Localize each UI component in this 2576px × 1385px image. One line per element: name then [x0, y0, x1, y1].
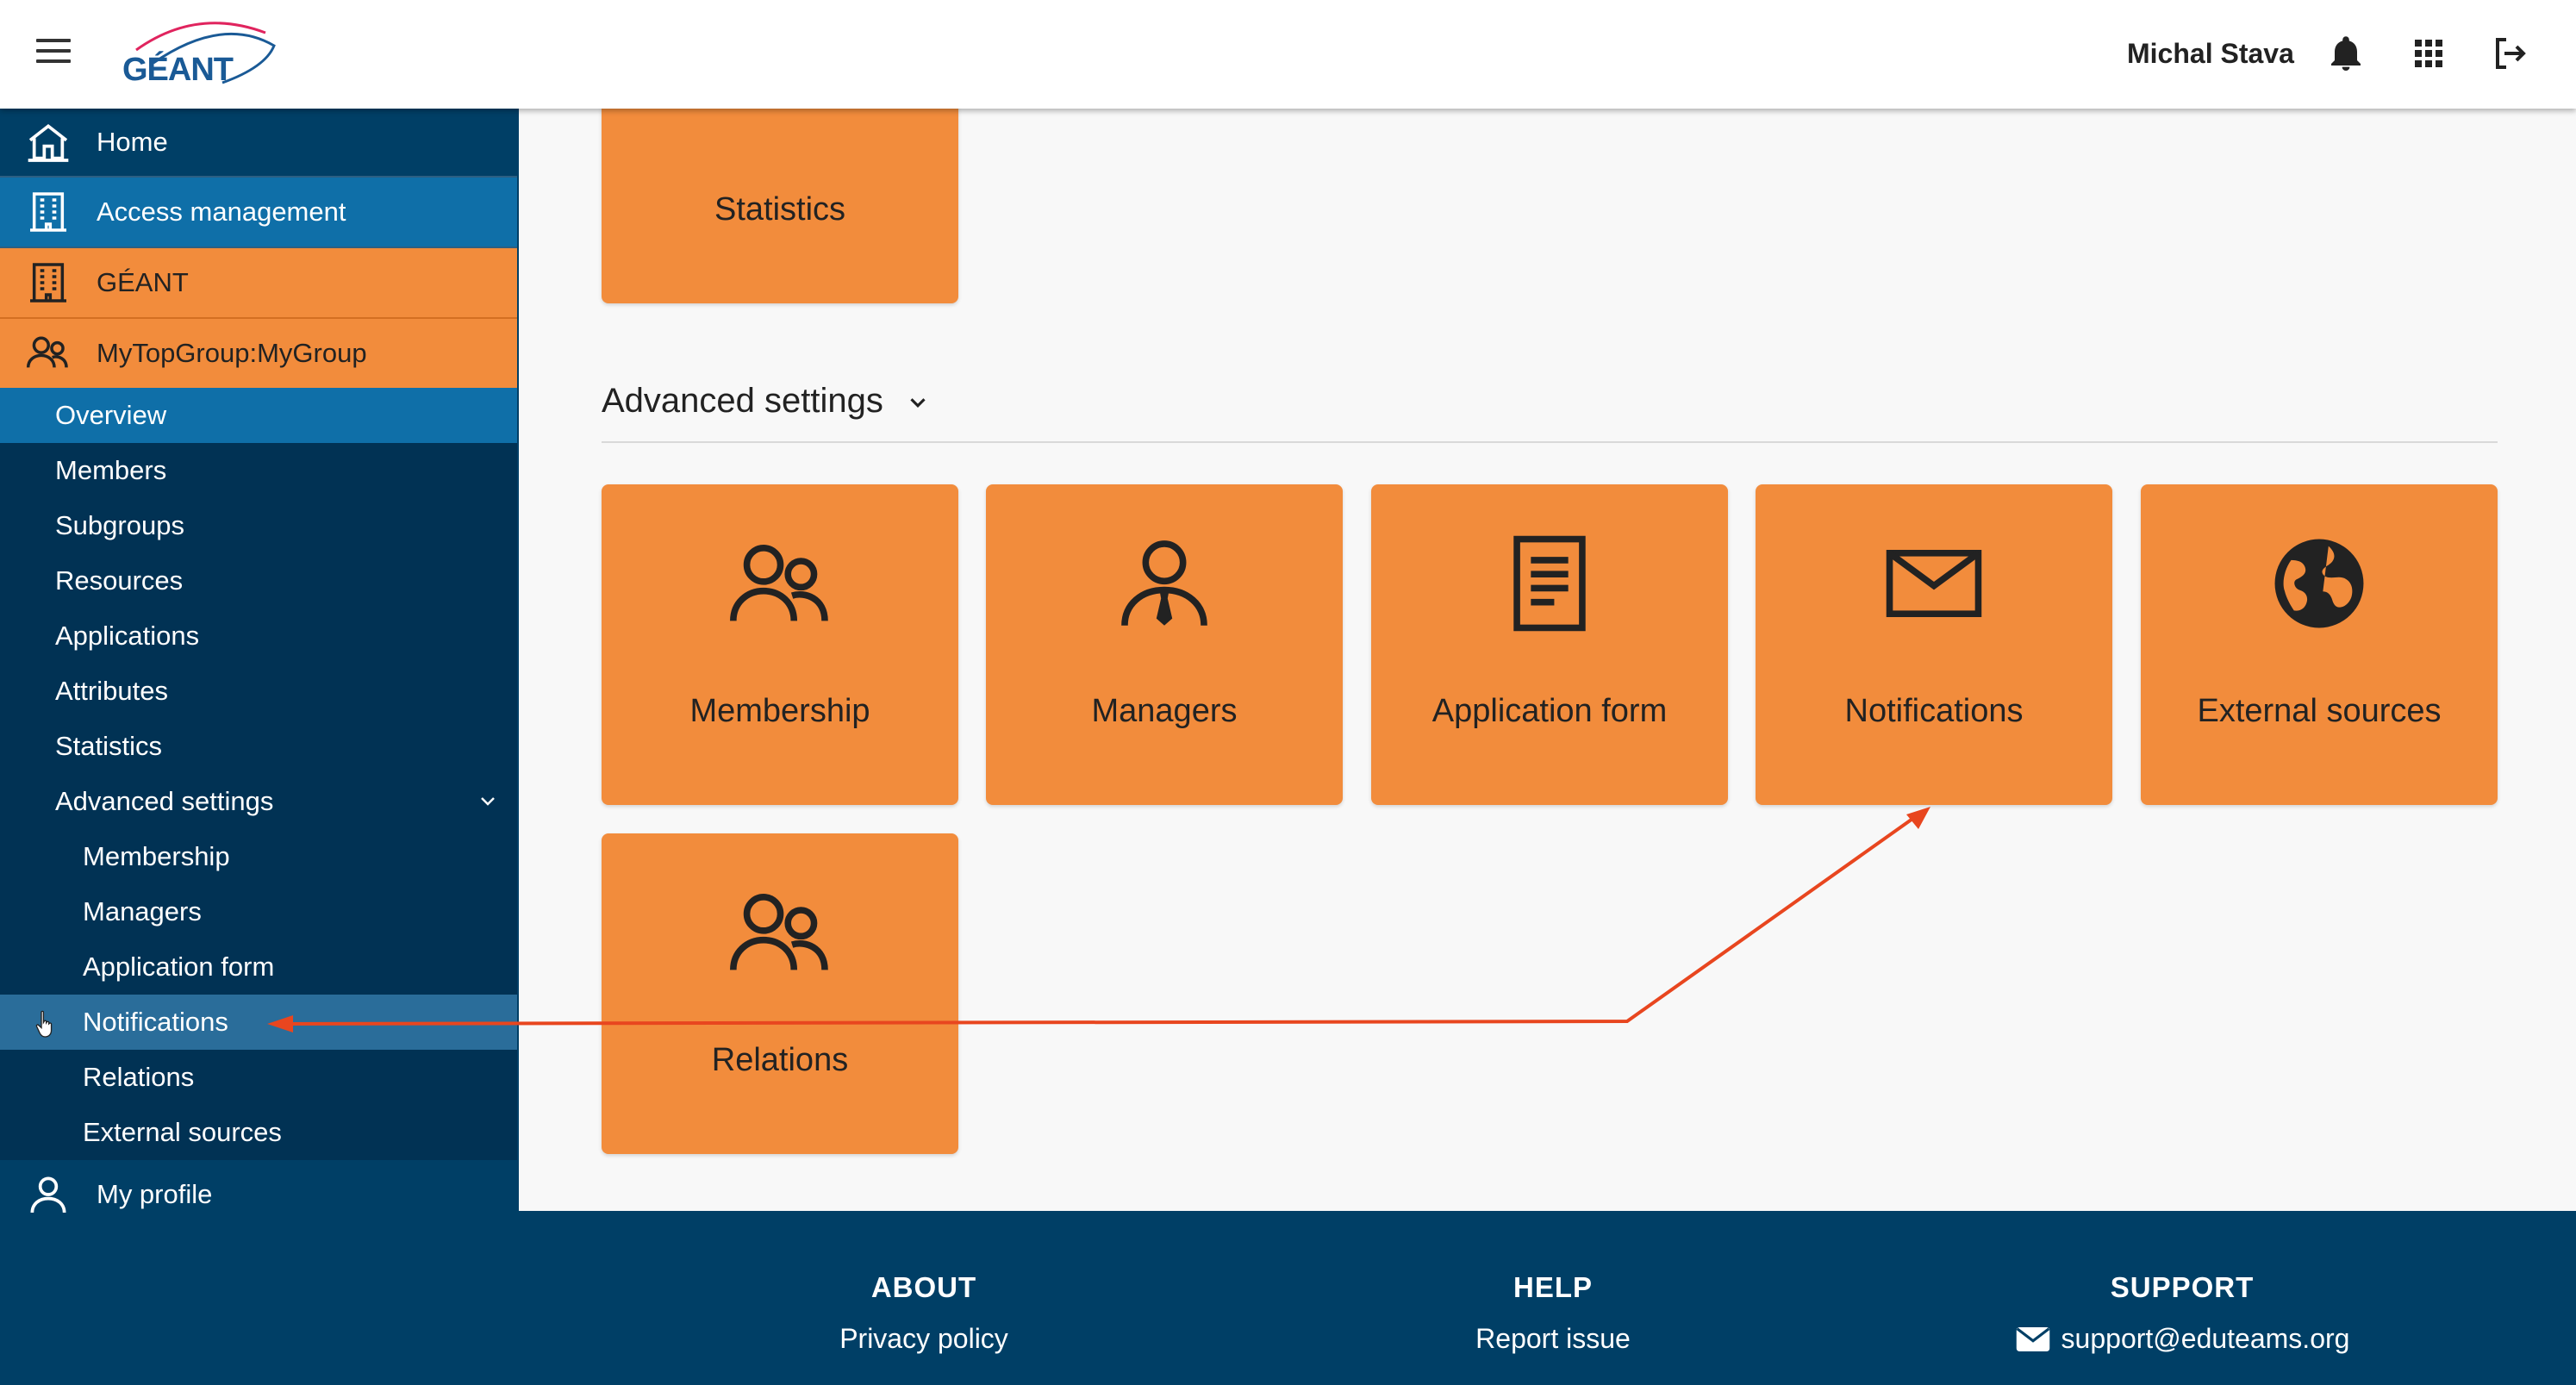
person-icon	[30, 1176, 66, 1213]
sidebar-subitem-label: Managers	[83, 896, 202, 926]
hand-cursor-icon	[35, 1010, 53, 1038]
apps-grid-icon[interactable]	[2408, 33, 2449, 74]
sidebar-subitem-overview[interactable]: Overview	[0, 388, 517, 443]
sidebar-item-label: MyTopGroup:MyGroup	[97, 338, 367, 368]
user-name[interactable]: Michal Stava	[2127, 38, 2294, 69]
sidebar-subitem-label: Application form	[83, 951, 275, 982]
tile-notifications[interactable]: Notifications	[1756, 484, 2112, 805]
footer-about: ABOUT Privacy policy	[752, 1271, 1096, 1355]
sidebar-item-my-profile[interactable]: My profile	[0, 1160, 517, 1229]
sidebar-subitem-membership[interactable]: Membership	[0, 829, 517, 884]
tile-relations[interactable]: Relations	[602, 833, 958, 1154]
sidebar-subitem-label: Membership	[83, 841, 230, 871]
sidebar-subitem-external-sources[interactable]: External sources	[0, 1105, 517, 1160]
sidebar-subitem-label: Notifications	[83, 1007, 228, 1037]
sidebar-subitem-label: Subgroups	[55, 510, 184, 540]
sidebar-item-geant[interactable]: GÉANT	[0, 248, 517, 317]
sidebar-subitem-attributes[interactable]: Attributes	[0, 664, 517, 719]
chevron-down-icon[interactable]	[905, 390, 931, 415]
support-email-text: support@eduteams.org	[2061, 1323, 2350, 1354]
logout-icon[interactable]	[2489, 33, 2530, 74]
sidebar-subitem-label: Overview	[55, 400, 167, 430]
tile-external-sources[interactable]: External sources	[2141, 484, 2498, 805]
group-icon	[730, 545, 828, 621]
tile-managers[interactable]: Managers	[986, 484, 1343, 805]
sidebar-subitem-applications[interactable]: Applications	[0, 608, 517, 664]
sidebar-subitem-label: Relations	[83, 1062, 195, 1092]
sidebar-subitem-label: External sources	[83, 1117, 282, 1147]
globe-icon	[2274, 539, 2364, 628]
sidebar-subitem-label: Resources	[55, 565, 184, 596]
sidebar-subitem-resources[interactable]: Resources	[0, 553, 517, 608]
tile-membership[interactable]: Membership	[602, 484, 958, 805]
footer-heading: SUPPORT	[2110, 1271, 2255, 1303]
divider	[602, 441, 2498, 443]
divider	[0, 317, 517, 319]
divider	[0, 176, 517, 178]
tile-label: Statistics	[714, 191, 846, 228]
sidebar-subitem-members[interactable]: Members	[0, 443, 517, 498]
geant-logo[interactable]: GÉANT	[122, 52, 234, 88]
group-icon	[730, 894, 828, 970]
sidebar-subitem-label: Members	[55, 455, 167, 485]
sidebar-item-access-management[interactable]: Access management	[0, 178, 517, 246]
sidebar-item-label: Home	[97, 127, 168, 157]
envelope-icon	[1886, 550, 1982, 617]
divider	[0, 246, 517, 248]
sidebar-subitem-advanced-settings[interactable]: Advanced settings	[0, 774, 517, 829]
home-icon	[28, 123, 69, 162]
tile-label: Managers	[1091, 693, 1238, 729]
sidebar-item-label: My profile	[97, 1179, 213, 1209]
support-email-link[interactable]: support@eduteams.org	[1984, 1323, 2380, 1355]
building-icon	[30, 263, 66, 303]
sidebar-subitem-subgroups[interactable]: Subgroups	[0, 498, 517, 553]
sidebar-item-label: GÉANT	[97, 267, 189, 297]
top-app-bar: GÉANT Michal Stava	[0, 0, 2576, 109]
sidebar-subitem-application-form[interactable]: Application form	[0, 939, 517, 995]
group-icon	[26, 336, 68, 368]
footer-help: HELP Report issue	[1381, 1271, 1725, 1355]
sidebar-subitem-label: Advanced settings	[55, 786, 274, 816]
report-issue-link[interactable]: Report issue	[1475, 1323, 1631, 1354]
sidebar-subitem-notifications[interactable]: Notifications	[0, 995, 517, 1050]
sidebar-subitem-statistics[interactable]: Statistics	[0, 719, 517, 774]
sidebar-subitem-label: Applications	[55, 621, 200, 651]
tile-label: Application form	[1431, 693, 1668, 729]
tile-label: External sources	[2197, 693, 2442, 729]
envelope-icon	[2016, 1326, 2049, 1351]
footer: ABOUT Privacy policy HELP Report issue S…	[519, 1211, 2576, 1385]
bell-icon[interactable]	[2325, 33, 2367, 74]
sidebar-subitem-managers[interactable]: Managers	[0, 884, 517, 939]
sidebar-item-home[interactable]: Home	[0, 109, 517, 176]
sidebar: Home Access management GÉANT MyTopGroup:…	[0, 109, 519, 1385]
footer-support: SUPPORT support@eduteams.org	[1984, 1271, 2380, 1355]
sidebar-subitem-label: Statistics	[55, 731, 163, 761]
building-icon	[30, 192, 66, 232]
section-title-advanced-settings[interactable]: Advanced settings	[602, 382, 926, 421]
privacy-policy-link[interactable]: Privacy policy	[839, 1323, 1008, 1354]
footer-heading: HELP	[1513, 1271, 1593, 1303]
menu-icon[interactable]	[36, 39, 72, 65]
document-icon	[1513, 535, 1586, 632]
geant-logo-swoosh-icon	[135, 22, 276, 84]
sidebar-item-label: Access management	[97, 197, 346, 227]
tile-label: Notifications	[1844, 693, 2024, 729]
sidebar-subitem-label: Attributes	[55, 676, 168, 706]
section-title-text: Advanced settings	[602, 382, 883, 420]
sidebar-subitem-relations[interactable]: Relations	[0, 1050, 517, 1105]
manager-icon	[1121, 540, 1207, 627]
chevron-down-icon[interactable]	[476, 791, 500, 812]
tile-application-form[interactable]: Application form	[1371, 484, 1728, 805]
footer-heading: ABOUT	[870, 1271, 977, 1303]
tile-label: Relations	[711, 1042, 849, 1078]
sidebar-item-group[interactable]: MyTopGroup:MyGroup	[0, 319, 517, 388]
tile-label: Membership	[689, 693, 870, 729]
